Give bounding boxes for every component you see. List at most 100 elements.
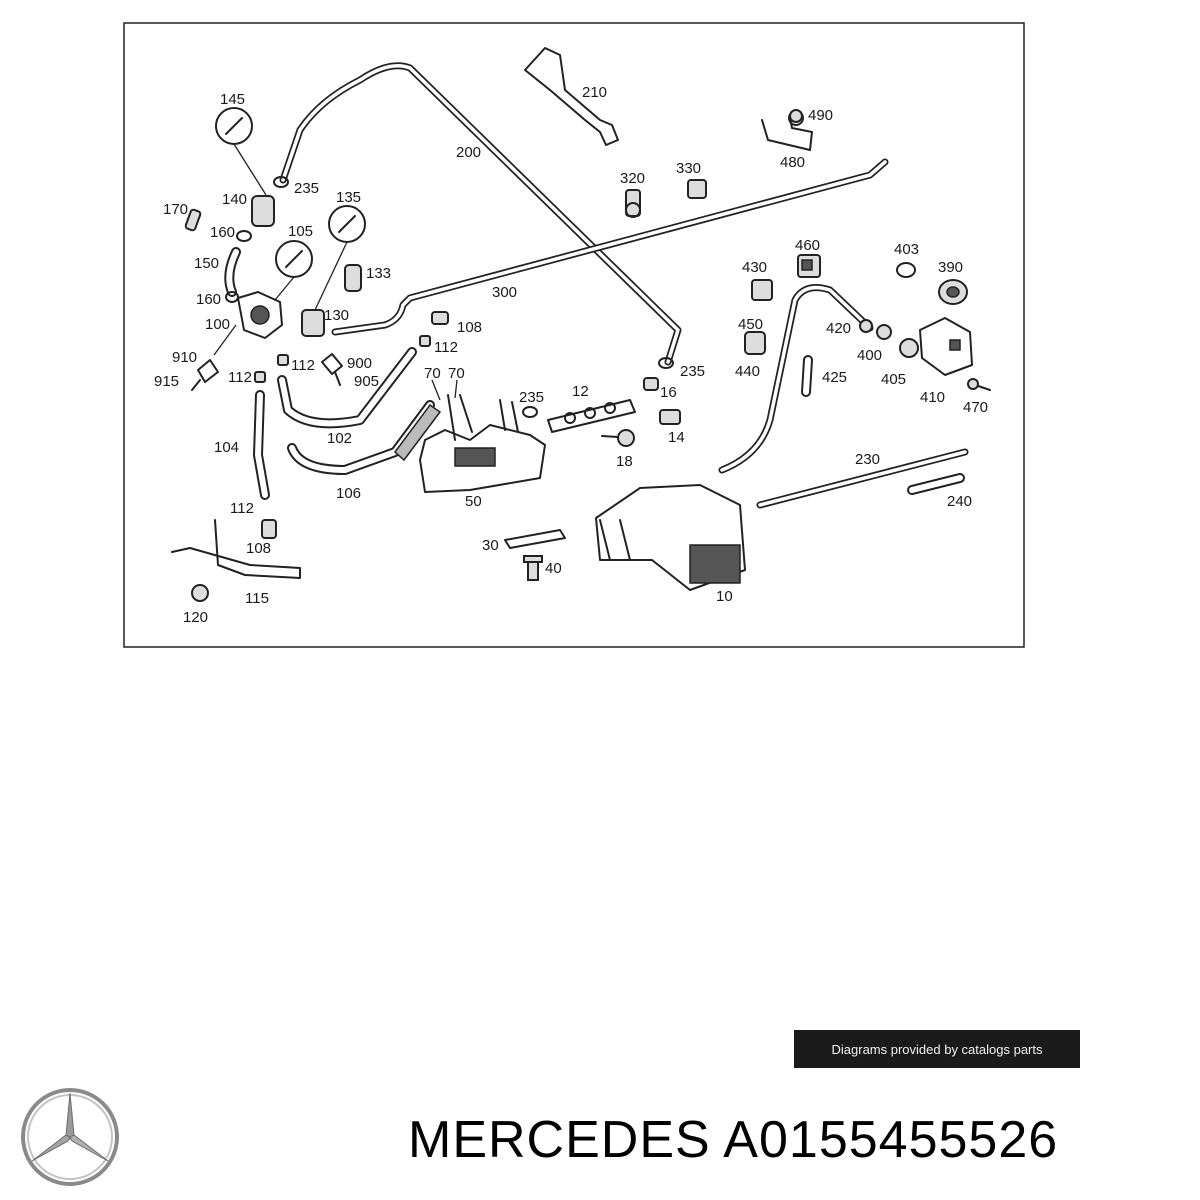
pipe-200 xyxy=(279,62,682,366)
callout-390: 390 xyxy=(938,259,963,276)
callout-900: 900 xyxy=(347,355,372,372)
hose-240 xyxy=(907,473,965,495)
part-160-ring-bottom xyxy=(225,291,239,303)
hose-102 xyxy=(277,347,417,429)
part-440-bushing xyxy=(744,331,766,355)
diagram-frame xyxy=(123,22,1025,648)
part-170-plug xyxy=(184,208,202,232)
callout-450: 450 xyxy=(738,316,763,333)
callout-10: 10 xyxy=(716,588,733,605)
part-405-cap xyxy=(899,338,919,358)
part-112-clip xyxy=(254,335,431,383)
part-210-bracket xyxy=(524,47,619,146)
part-title: MERCEDES A0155455526 xyxy=(408,1110,1058,1170)
callout-16: 16 xyxy=(660,384,677,401)
callout-150: 150 xyxy=(194,255,219,272)
part-235-clamp-a xyxy=(273,176,289,188)
rod-230 xyxy=(756,448,969,509)
mercedes-star-icon xyxy=(21,1088,119,1186)
callout-200: 200 xyxy=(456,144,481,161)
callout-425: 425 xyxy=(822,369,847,386)
callout-400: 400 xyxy=(857,347,882,364)
mesh-sleeve xyxy=(393,403,442,462)
callout-labels: 10 12 14 16 18 30 40 50 70 70 100 102 10… xyxy=(154,84,988,626)
callout-105: 105 xyxy=(288,223,313,240)
callout-910: 910 xyxy=(172,349,197,366)
callout-104: 104 xyxy=(214,439,239,456)
part-460-valve xyxy=(797,254,821,278)
callout-240: 240 xyxy=(947,493,972,510)
part-400-fitting xyxy=(859,319,892,340)
part-12-rail xyxy=(547,399,636,433)
hose-106 xyxy=(287,400,435,475)
part-14-sensor xyxy=(659,409,681,425)
part-430-clip xyxy=(751,279,773,301)
callout-112-a: 112 xyxy=(434,339,458,356)
callout-112-d: 112 xyxy=(230,500,254,517)
callout-135: 135 xyxy=(336,189,361,206)
part-number: A0155455526 xyxy=(723,1111,1059,1169)
callout-410: 410 xyxy=(920,389,945,406)
callout-480: 480 xyxy=(780,154,805,171)
part-18-sensor xyxy=(601,429,635,447)
callout-235-c: 235 xyxy=(519,389,544,406)
hose-425 xyxy=(801,355,813,397)
part-108-fitting-top xyxy=(431,311,449,325)
part-100-pump xyxy=(237,291,283,339)
callout-405: 405 xyxy=(881,371,906,388)
callout-115: 115 xyxy=(245,590,269,607)
part-16-fitting xyxy=(643,377,659,391)
part-470-bolt xyxy=(967,378,991,391)
part-133-valve xyxy=(344,264,362,292)
part-10-airbox xyxy=(595,484,746,591)
callout-106: 106 xyxy=(336,485,361,502)
callout-14: 14 xyxy=(668,429,685,446)
callout-430: 430 xyxy=(742,259,767,276)
callout-490: 490 xyxy=(808,107,833,124)
callout-102: 102 xyxy=(327,430,352,447)
part-160-ring-top xyxy=(236,230,252,242)
callout-300: 300 xyxy=(492,284,517,301)
part-140-filter xyxy=(251,195,275,227)
callout-12: 12 xyxy=(572,383,589,400)
callout-30: 30 xyxy=(482,537,499,554)
caption-badge: Diagrams provided by catalogs parts xyxy=(794,1030,1080,1068)
callout-40: 40 xyxy=(545,560,562,577)
part-115-bracket xyxy=(171,519,301,579)
callout-470: 470 xyxy=(963,399,988,416)
part-120-nut xyxy=(191,584,209,602)
part-130-valve xyxy=(301,309,325,337)
hose-150 xyxy=(224,247,241,297)
callout-330: 330 xyxy=(676,160,701,177)
part-900-sensor xyxy=(321,353,343,386)
part-50-housing xyxy=(419,394,546,493)
callout-108-b: 108 xyxy=(246,540,271,557)
callout-108-a: 108 xyxy=(457,319,482,336)
brand-name: MERCEDES xyxy=(408,1111,711,1169)
callout-235-a: 235 xyxy=(294,180,319,197)
callout-420: 420 xyxy=(826,320,851,337)
part-235-clamp-c xyxy=(522,406,538,418)
callout-160-a: 160 xyxy=(210,224,235,241)
callout-18: 18 xyxy=(616,453,633,470)
callout-235-b: 235 xyxy=(680,363,705,380)
callout-50: 50 xyxy=(465,493,482,510)
pipe-420 xyxy=(718,284,874,474)
hose-104 xyxy=(253,390,270,500)
callout-112-c: 112 xyxy=(228,369,252,386)
callout-460: 460 xyxy=(795,237,820,254)
part-108-fitting-bottom xyxy=(261,519,277,539)
part-330-clip xyxy=(687,179,707,199)
part-490-nut xyxy=(789,109,803,123)
callout-160-b: 160 xyxy=(196,291,221,308)
callout-100: 100 xyxy=(205,316,230,333)
callout-145: 145 xyxy=(220,91,245,108)
callout-210: 210 xyxy=(582,84,607,101)
part-320-clip xyxy=(625,189,641,218)
callout-70-b: 70 xyxy=(448,365,465,382)
pipe-300 xyxy=(331,158,889,336)
callout-112-b: 112 xyxy=(291,357,315,374)
part-410-bracket xyxy=(919,317,973,376)
part-235-clamp-b xyxy=(658,357,674,369)
